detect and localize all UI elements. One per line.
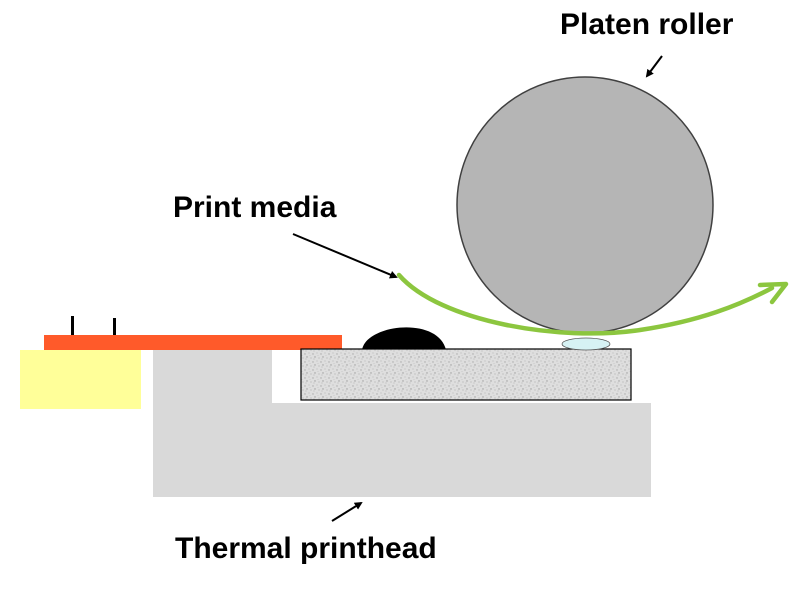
platen-leader-arrow [645, 55, 663, 78]
media-leader-arrow [292, 233, 398, 279]
heating-element [561, 337, 611, 351]
print-media-label: Print media [173, 191, 337, 224]
cable-pin-left [71, 316, 74, 335]
platen-roller-label: Platen roller [560, 8, 734, 41]
print-media-path [396, 272, 775, 336]
flex-cable [44, 335, 342, 350]
connector-block [20, 350, 141, 409]
printhead-leader-arrow [331, 501, 363, 522]
printhead-step-block [153, 350, 272, 403]
platen-roller [456, 76, 714, 334]
thermal-printhead-label: Thermal printhead [175, 532, 437, 565]
printhead-base [153, 403, 651, 497]
cable-pin-right [113, 318, 116, 335]
print-media-arrowhead [757, 281, 789, 305]
ceramic-substrate [300, 348, 632, 401]
encapsulant-bead [362, 327, 446, 350]
